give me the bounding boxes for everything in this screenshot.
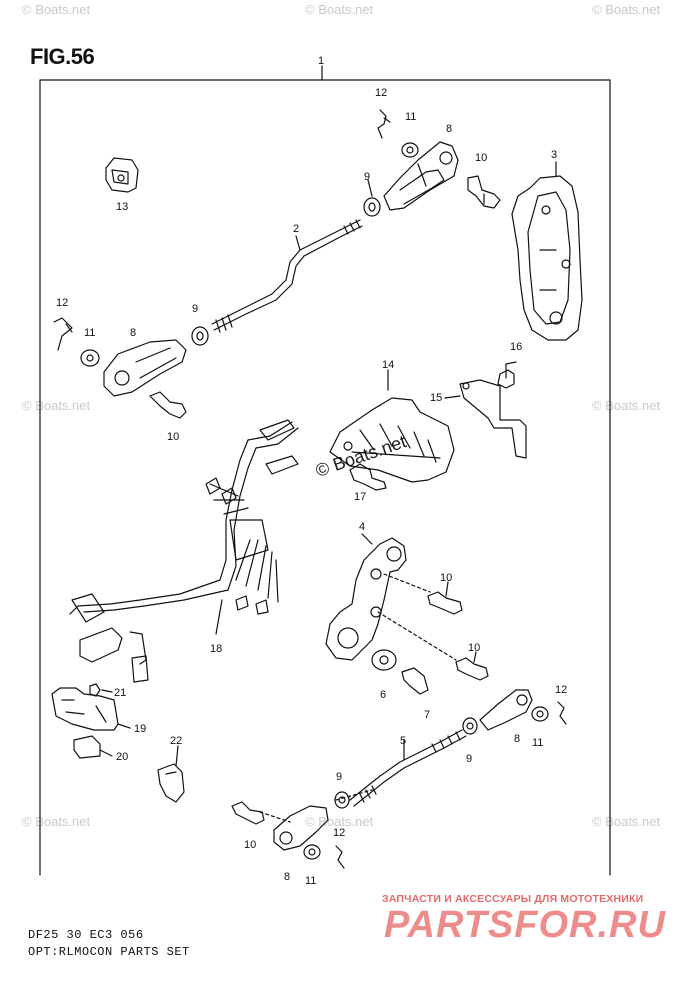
callout-6: 6	[380, 689, 386, 701]
callout-2: 2	[293, 223, 299, 235]
callout-8-right: 8	[514, 733, 520, 745]
part-12-cotter-pin-right	[557, 701, 567, 725]
callout-10-right-upper: 10	[440, 572, 452, 584]
part-9-nut-bottom	[334, 791, 350, 809]
part-11-washer-left	[80, 349, 100, 367]
caption-set-name: OPT:RLMOCON PARTS SET	[28, 945, 190, 959]
callout-17: 17	[354, 491, 366, 503]
callout-9-left: 9	[192, 303, 198, 315]
callout-20: 20	[116, 751, 128, 763]
part-7-bolt	[401, 667, 429, 695]
watermark-top-right: © Boats.net	[592, 2, 661, 17]
part-5-cable	[349, 729, 467, 807]
part-16-bolt	[497, 361, 517, 389]
part-9-nut-right	[462, 717, 478, 735]
callout-19: 19	[134, 723, 146, 735]
watermark-top-center: © Boats.net	[305, 2, 374, 17]
callout-4: 4	[359, 521, 365, 533]
callout-11-right: 11	[532, 737, 543, 749]
figure-title: FIG.56	[30, 44, 95, 69]
assembly-frame	[39, 65, 611, 876]
shop-brand-logo: PARTSFOR.RU	[384, 904, 666, 946]
callout-11-left: 11	[84, 327, 95, 339]
part-12-cotter-pin-top	[377, 109, 391, 139]
part-3-bracket	[511, 175, 583, 341]
callout-8-bottom: 8	[284, 871, 290, 883]
part-13-clip	[105, 157, 139, 193]
part-22-bracket	[157, 763, 185, 803]
part-9-nut-top	[363, 197, 381, 217]
part-6-washer	[371, 649, 397, 671]
callout-10-top: 10	[475, 152, 487, 164]
callout-9-bottom: 9	[336, 771, 342, 783]
part-19-holder	[51, 687, 119, 731]
callout-11-bottom: 11	[305, 875, 316, 887]
callout-14: 14	[382, 359, 394, 371]
callout-13: 13	[116, 201, 128, 213]
part-8-cable-end-top	[383, 141, 459, 211]
callout-1: 1	[318, 55, 324, 67]
watermark-mid-right: © Boats.net	[592, 398, 661, 413]
part-8-cable-end-left	[103, 339, 187, 397]
watermark-bottom-left: © Boats.net	[22, 814, 91, 829]
watermark-top-left: © Boats.net	[22, 2, 91, 17]
part-17-bolt	[349, 463, 387, 491]
part-14-plate	[329, 397, 455, 483]
callout-5: 5	[400, 735, 406, 747]
part-11-washer-right	[531, 706, 549, 722]
callout-22: 22	[170, 735, 182, 747]
callout-9-right: 9	[466, 753, 472, 765]
part-20-clip	[73, 735, 101, 759]
shop-tagline: ЗАПЧАСТИ И АКСЕССУАРЫ ДЛЯ МОТОТЕХНИКИ	[382, 893, 644, 905]
callout-18: 18	[210, 643, 222, 655]
watermark-bottom-right: © Boats.net	[592, 814, 661, 829]
part-11-washer-top	[401, 142, 419, 158]
callout-9-top: 9	[364, 171, 370, 183]
part-21-screw	[89, 683, 101, 697]
part-10-bolt-right-lower	[455, 657, 489, 681]
part-8-cable-end-right	[479, 689, 533, 731]
part-4-lever	[325, 537, 407, 661]
watermark-mid-left: © Boats.net	[22, 398, 91, 413]
part-2-cable	[211, 219, 363, 333]
callout-10-bottom: 10	[244, 839, 256, 851]
part-10-bolt-bottom	[231, 801, 265, 825]
callout-21: 21	[114, 687, 126, 699]
callout-12-right: 12	[555, 684, 567, 696]
callout-16: 16	[510, 341, 522, 353]
part-15-bracket	[459, 379, 527, 459]
part-18-wire-harness	[69, 419, 299, 683]
callout-8-left: 8	[130, 327, 136, 339]
callout-12-bottom: 12	[333, 827, 345, 839]
callout-7: 7	[424, 709, 430, 721]
part-12-cotter-pin-left	[53, 317, 73, 351]
caption-model: DF25 30 EC3 056	[28, 928, 144, 942]
part-12-cotter-pin-bottom	[335, 845, 345, 869]
part-10-bolt-top	[467, 175, 501, 209]
part-10-bolt-left	[149, 391, 187, 419]
callout-8-top: 8	[446, 123, 452, 135]
callout-10-left: 10	[167, 431, 179, 443]
part-11-washer-bottom	[303, 844, 321, 860]
callout-12-left: 12	[56, 297, 68, 309]
callout-3: 3	[551, 149, 557, 161]
part-9-nut-left	[191, 326, 209, 346]
callout-12-top: 12	[375, 87, 387, 99]
callout-11-top: 11	[405, 111, 416, 123]
callout-15: 15	[430, 392, 442, 404]
callout-10-right-lower: 10	[468, 642, 480, 654]
part-8-cable-end-bottom	[273, 805, 329, 851]
part-10-bolt-right-upper	[427, 591, 463, 615]
